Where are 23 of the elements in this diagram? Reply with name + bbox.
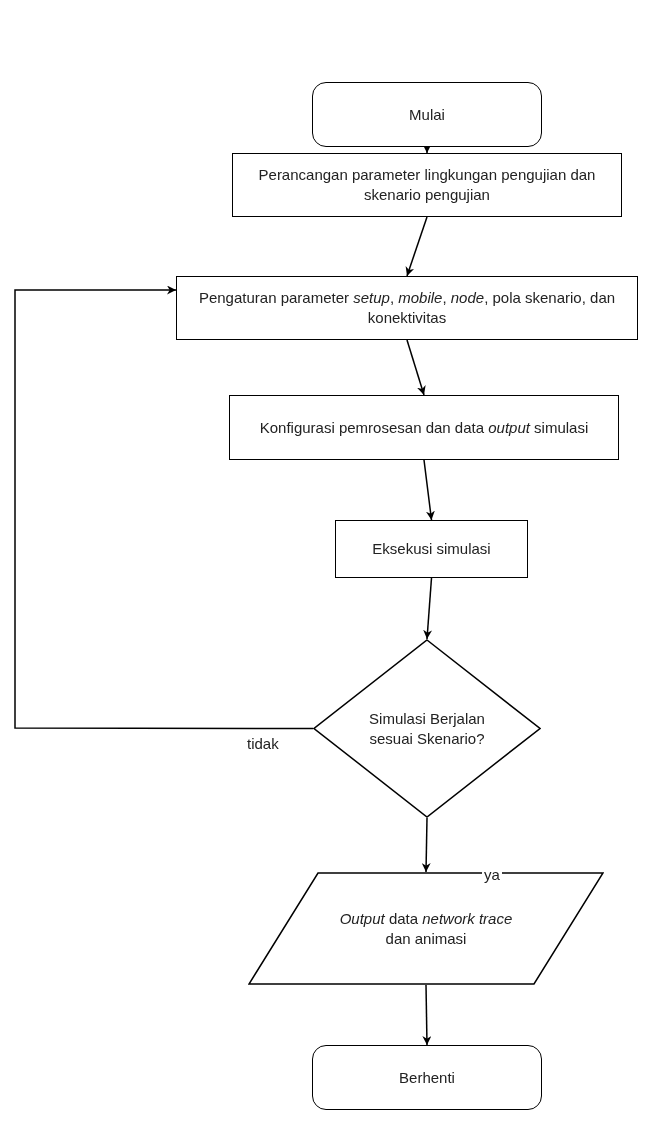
- arrow: [422, 984, 432, 1046]
- arrow: [406, 339, 426, 396]
- arrow: [423, 577, 433, 640]
- node-text: Mulai: [408, 104, 446, 125]
- process-box: [176, 276, 638, 340]
- arrow: [421, 817, 431, 873]
- arrow: [423, 459, 435, 521]
- arrow: [14, 285, 314, 730]
- io-parallelogram: [248, 872, 604, 985]
- process-box: [335, 520, 528, 578]
- node-text: Perancangan parameter lingkungan pengujian dan skenario pengujian: [257, 165, 597, 205]
- node-text: Eksekusi simulasi: [371, 539, 492, 559]
- node-text: Pengaturan parameter setup, mobile, node, pola skenario, dan konektivitas: [197, 288, 617, 328]
- end-terminal: [312, 1045, 542, 1110]
- node-text: Simulasi Berjalan sesuai Skenario?: [368, 708, 486, 749]
- start-terminal: [312, 82, 542, 147]
- decision-diamond: [313, 639, 541, 818]
- node-text: Berhenti: [398, 1067, 456, 1088]
- process-box: [229, 395, 619, 460]
- node-text: Konfigurasi pemrosesan dan data output simulasi: [258, 417, 590, 438]
- process-box: [232, 153, 622, 217]
- arrow: [405, 216, 428, 277]
- node-text: Output data network trace dan animasi: [338, 908, 514, 949]
